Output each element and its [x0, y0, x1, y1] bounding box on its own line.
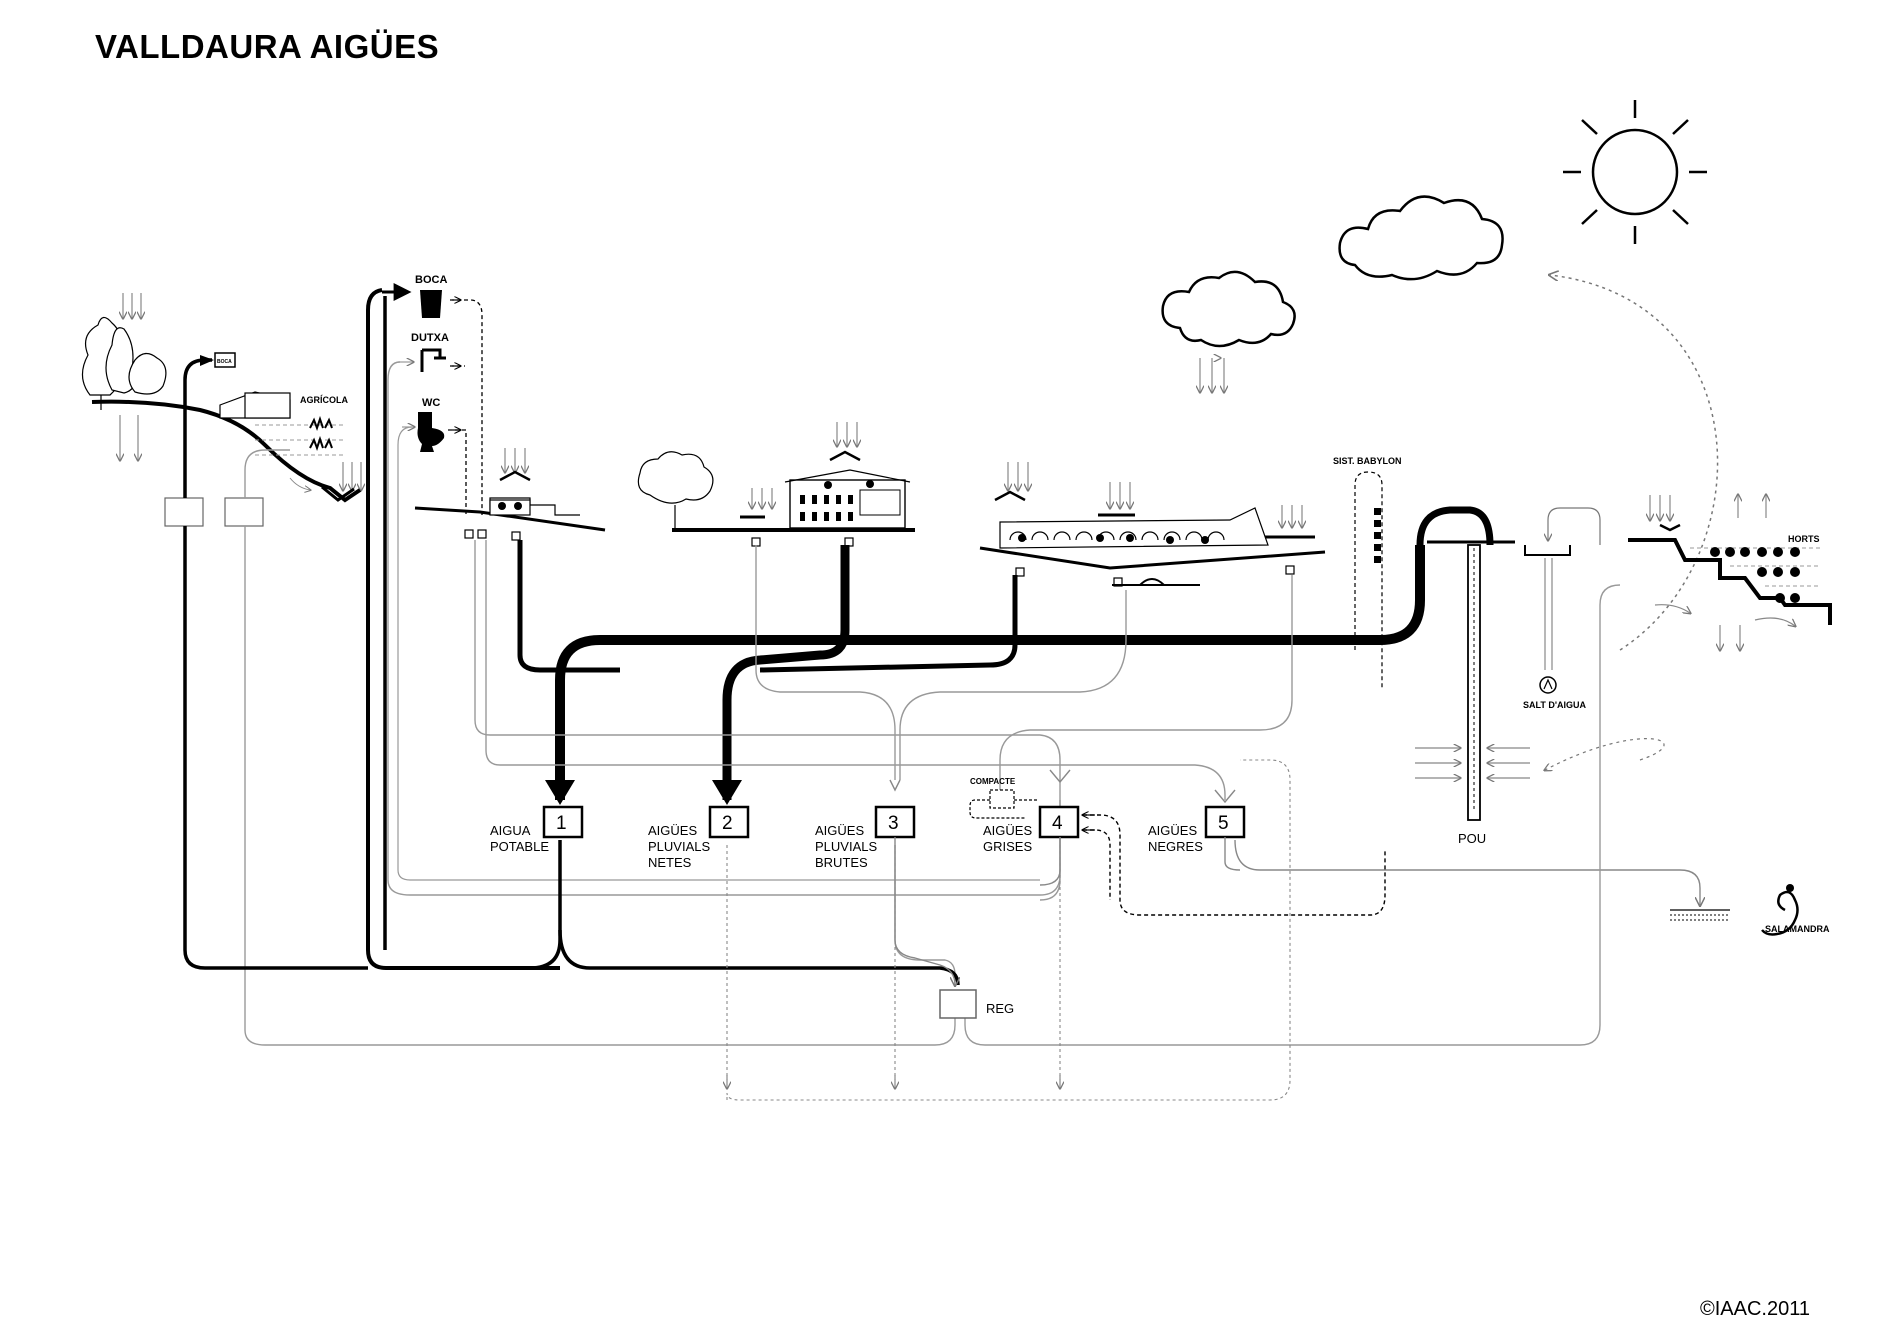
boca-label: BOCA [415, 274, 447, 286]
svg-text:2: 2 [722, 813, 733, 834]
svg-text:3: 3 [888, 813, 899, 834]
channel-icon [321, 485, 355, 502]
tank-3-label-1: AIGÜES [815, 823, 864, 838]
building-1 [414, 470, 606, 541]
shower-icon [420, 348, 446, 372]
copyright: ©IAAC.2011 [1700, 1298, 1810, 1320]
building-1-downpipe [517, 540, 620, 673]
svg-text:4: 4 [1052, 813, 1063, 834]
hillside-terrain [91, 399, 362, 503]
tank-3: 3 AIGÜES PLUVIALS BRUTES [815, 805, 916, 870]
salamander-icon [1761, 890, 1799, 936]
toilet-icon [417, 412, 445, 452]
well [1427, 540, 1515, 821]
sun-icon [1563, 100, 1707, 244]
pipe-drinking-supply [366, 288, 560, 970]
tank-5: 5 AIGÜES NEGRES [1148, 805, 1246, 854]
tank-2-label-1: AIGÜES [648, 823, 697, 838]
babylon-tower [1374, 508, 1381, 563]
infiltration-arrow [1545, 738, 1665, 770]
svg-text:5: 5 [1218, 813, 1229, 834]
tank-1-label-2: POTABLE [490, 839, 549, 854]
potable-distribution [183, 296, 960, 986]
boca-small-label: BOCA [217, 359, 232, 365]
tank-3-label-2: PLUVIALS [815, 839, 877, 854]
cloud-icon [1338, 195, 1504, 281]
compacte-label: COMPACTE [970, 777, 1016, 786]
field-lines [255, 424, 345, 456]
rain-clean-pipe-2 [759, 575, 1018, 673]
dutxa-label: DUTXA [411, 332, 449, 344]
reg-label: REG [986, 1001, 1014, 1016]
blackwater-loop [1083, 814, 1386, 916]
wc-label: WC [422, 397, 440, 409]
groundwater-arrows [1415, 748, 1530, 778]
compacte-box [989, 789, 1015, 809]
wastewater-dashed [448, 299, 483, 515]
collector-pipe-top [1416, 506, 1494, 546]
tank-5-label-1: AIGÜES [1148, 823, 1197, 838]
arrow-to-tank-2 [712, 780, 742, 805]
tank-2-label-2: PLUVIALS [648, 839, 710, 854]
reg-box [939, 989, 977, 1019]
rain-clean-pipe-1 [722, 545, 850, 800]
tank-4-label-2: GRISES [983, 839, 1032, 854]
crops-icon [309, 415, 333, 451]
salamandra-label: SALAMANDRA [1765, 924, 1830, 934]
agricola-label: AGRÍCOLA [300, 395, 348, 405]
tank-3-label-3: BRUTES [815, 855, 868, 870]
tank-5-label-2: NEGRES [1148, 839, 1203, 854]
building-3 [979, 490, 1326, 587]
tank-1: 1 AIGUA POTABLE [490, 805, 584, 854]
tank-1-label-1: AIGUA [490, 823, 531, 838]
horts-label: HORTS [1788, 534, 1820, 544]
arrow-to-tank-1 [545, 780, 575, 805]
tree-icon [637, 451, 714, 530]
water-drop-structure [1524, 545, 1571, 694]
plants-icon [1710, 547, 1800, 603]
return-loops [244, 449, 1621, 1046]
tank-2: 2 AIGÜES PLUVIALS NETES [648, 805, 750, 870]
grey-flow-lines [474, 540, 1293, 804]
svg-text:1: 1 [556, 813, 567, 834]
forest-icon [81, 316, 167, 410]
babylon-dashed [1354, 471, 1383, 690]
irrigation-dotted [726, 759, 1291, 1101]
glass-icon [420, 290, 442, 318]
main-potable-pipe [555, 545, 1425, 800]
farm-building [219, 391, 291, 419]
filter-box [164, 497, 204, 527]
evaporation-arrow [1550, 275, 1719, 651]
pipe-greywater-return [387, 361, 1061, 896]
terrace-terrain [1628, 538, 1832, 625]
babylon-label: SIST. BABYLON [1333, 456, 1402, 466]
filter-box [224, 497, 264, 527]
tank-4-label-1: AIGÜES [983, 823, 1032, 838]
cloud-icon [1161, 270, 1296, 348]
pou-label: POU [1458, 831, 1486, 846]
tank-4: 4 AIGÜES GRISES [983, 805, 1080, 854]
tank-2-label-3: NETES [648, 855, 692, 870]
boca-small-box [214, 352, 236, 368]
building-2 [672, 450, 915, 547]
rain-arrows [120, 293, 1766, 527]
salt-label: SALT D'AIGUA [1523, 700, 1586, 710]
page-title: VALLDAURA AIGÜES [95, 28, 440, 65]
